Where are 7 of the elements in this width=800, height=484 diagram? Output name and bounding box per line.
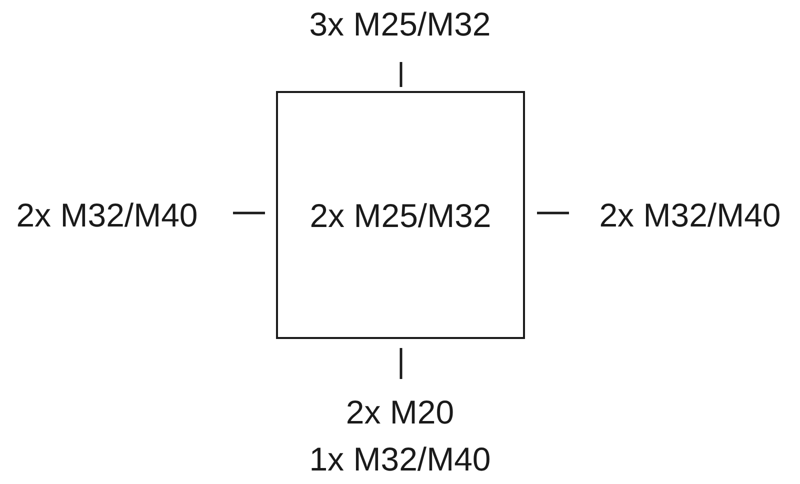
entry-label: 2x M32/M40 [16, 198, 198, 232]
entry-label: 2x M20 [346, 396, 454, 428]
entry-label: 2x M32/M40 [599, 198, 781, 232]
enclosure-box [276, 91, 525, 339]
box-label: 2x M25/M32 [310, 198, 492, 232]
entry-label: 3x M25/M32 [309, 8, 491, 40]
entry-label: 1x M32/M40 [309, 442, 491, 476]
